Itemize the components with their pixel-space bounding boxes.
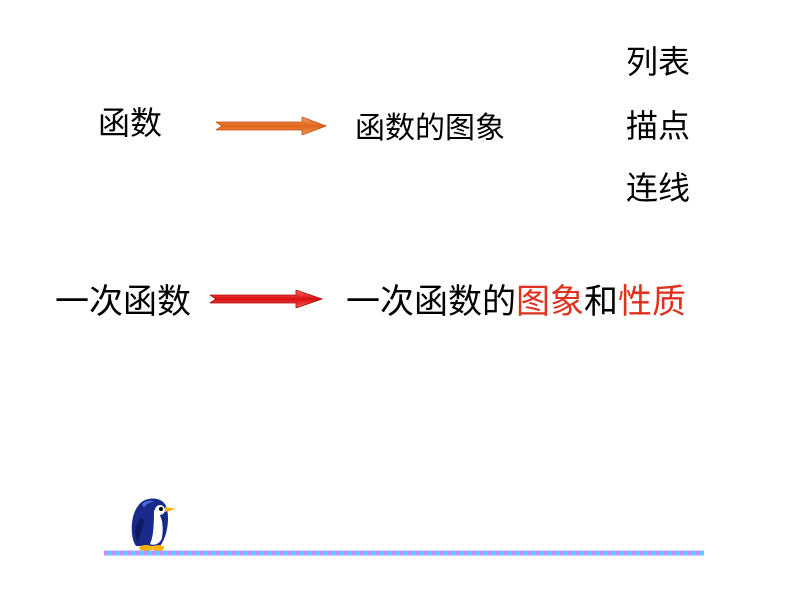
penguin-icon [131,498,176,551]
ground-line [104,550,704,556]
step-plot-points: 描点 [626,107,691,145]
function-label: 函数 [98,104,163,142]
linear-function-label: 一次函数 [55,282,191,322]
arrow-right-icon [210,290,324,308]
text-plain-1: 一次函数的 [346,282,516,322]
highlight-properties: 性质 [618,282,686,322]
step-connect-lines: 连线 [626,169,691,207]
arrow-right-icon [216,117,328,135]
step-list-table: 列表 [626,43,691,81]
highlight-graph: 图象 [516,282,584,322]
text-plain-2: 和 [584,282,618,322]
function-graph-label: 函数的图象 [355,111,505,146]
linear-function-graph-properties: 一次函数的图象和性质 [346,285,686,319]
